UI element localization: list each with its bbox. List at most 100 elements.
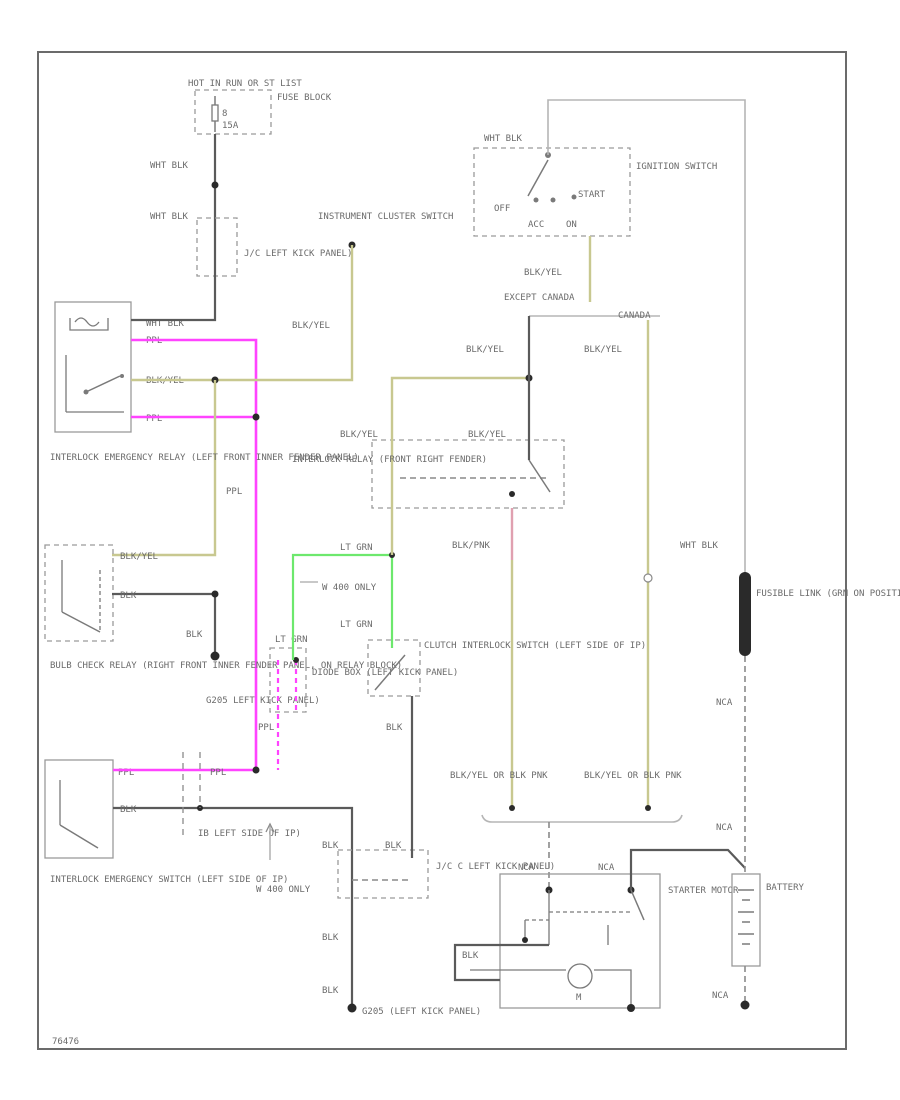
g205-label: G205 LEFT KICK PANEL) [206,696,320,706]
bulb-check-relay-box [44,544,114,642]
blk-yel-label: BLK/YEL [584,345,622,355]
fuse-block-box [194,89,272,135]
wht-blk-label: WHT BLK [150,212,189,222]
wire-wht-blk-top [547,99,746,578]
interlock-relay-box [371,439,565,509]
diode-box [269,647,307,713]
wire-blk-emergency [113,806,354,858]
jc-c-box [337,849,429,899]
g205-bottom-label: G205 (LEFT KICK PANEL) [362,1007,481,1017]
emergency-switch-contacts [59,780,99,849]
relay-coil [65,317,124,413]
wht-blk-label: WHT BLK [150,161,189,171]
blk-label: BLK [120,591,137,601]
bracket [481,814,683,823]
starter-motor-label: STARTER MOTOR [668,886,739,896]
blk-label: BLK [186,630,203,640]
v4-400-only-label: W 400 ONLY [256,885,311,895]
clutch-switch-contacts [374,654,406,691]
splice-dot [252,766,260,774]
blk-yel-or-pnk-label: BLK/YEL OR BLK PNK [450,771,548,781]
blk-label: BLK [120,805,137,815]
wire-blk-yel [390,376,529,555]
nca-label: NCA [518,863,535,873]
jc-c-label: J/C C LEFT KICK PANEL) [436,862,555,872]
ignition-switch-box [473,147,631,237]
blk-label: BLK [322,986,339,996]
blk-pnk-label: BLK/PNK [452,541,491,551]
start-label: START [578,190,606,200]
blk-label: BLK [386,723,403,733]
battery-box [731,873,761,967]
lt-grn-label: LT GRN [275,635,308,645]
except-canada-label: EXCEPT CANADA [504,293,575,303]
nca-label: NCA [712,991,729,1001]
lt-grn-label: LT GRN [340,620,373,630]
wire-blk-bulb [112,592,217,656]
wht-blk-label: WHT BLK [146,319,185,329]
blk-yel-label: BLK/YEL [292,321,330,331]
interlock-emergency-switch-box [44,759,114,859]
wire-lt-grn [291,553,394,660]
ground-dot [210,651,220,661]
canada-label: CANADA [618,311,651,321]
ppl-label: PPL [226,487,242,497]
acc-label: ACC [528,220,544,230]
splice-dot [509,805,515,811]
ignition-switch-contacts [527,152,577,203]
wire-nca-battery [629,848,746,890]
interlock-emergency-relay-label: INTERLOCK EMERGENCY RELAY (LEFT FRONT IN… [50,453,359,463]
blk-label: BLK [322,841,339,851]
wire-ppl [131,338,258,772]
ppl-label: PPL [146,414,162,424]
interlock-emergency-relay-box [54,301,132,433]
clutch-interlock-label: CLUTCH INTERLOCK SWITCH (LEFT SIDE OF IP… [424,641,646,651]
diode-box-label: DIODE BOX (LEFT KICK PANEL) [312,668,458,678]
wire-blk-starter [453,943,549,982]
blk-yel-label: BLK/YEL [466,345,504,355]
blk-yel-label: BLK/YEL [120,552,158,562]
v4-400-only-label: W 400 ONLY [322,583,377,593]
ground-dot [347,1003,357,1013]
splice-dot [293,657,299,663]
splice-dot [645,805,651,811]
blk-yel-label: BLK/YEL [524,268,562,278]
starter-solenoid [470,886,645,1012]
interlock-relay-label: INTERLOCK RELAY (FRONT RIGHT FENDER) [292,455,487,465]
fuse-number-label: 8 [222,109,227,119]
fusible-link [739,572,751,656]
fusible-link-label: FUSIBLE LINK (GRN ON POSITIVE BATTERY CA… [756,589,900,599]
off-label: OFF [494,204,510,214]
fuse-block-label: FUSE BLOCK [277,93,332,103]
blk-label: BLK [462,951,479,961]
splice-dot [252,413,260,421]
interlock-emergency-switch-label: INTERLOCK EMERGENCY SWITCH (LEFT SIDE OF… [50,875,288,885]
wire-blk-yel [112,380,217,557]
ground-dot [740,1000,750,1010]
instrument-cluster-label: INSTRUMENT CLUSTER SWITCH [318,212,453,222]
bulb-check-relay-label: BULB CHECK RELAY (RIGHT FRONT INNER FEND… [50,661,402,671]
relay-contact [528,459,551,493]
wht-blk-label: WHT BLK [484,134,523,144]
motor-symbol-label: M [576,993,582,1003]
wire-blk-yel [131,245,354,382]
blk-yel-label: BLK/YEL [340,430,378,440]
nca-label: NCA [598,863,615,873]
battery-label: BATTERY [766,883,805,893]
wire-wht-blk-relay [131,300,217,322]
starter-motor-box [499,873,661,1009]
ppl-label: PPL [210,768,226,778]
jc-label: J/C LEFT KICK PANEL) [244,249,352,259]
blk-yel-label: BLK/YEL [468,430,506,440]
ib-left-label: IB LEFT SIDE OF IP) [198,829,301,839]
lt-grn-label: LT GRN [340,543,373,553]
ppl-label: PPL [258,723,274,733]
ignition-switch-label: IGNITION SWITCH [636,162,717,172]
diagram-frame [37,51,847,1050]
splice-dot [211,590,219,598]
nca-label: NCA [716,823,733,833]
wire-dashed [182,752,201,835]
blk-label: BLK [322,933,339,943]
hot-in-run-label: HOT IN RUN OR ST LIST [188,79,302,89]
